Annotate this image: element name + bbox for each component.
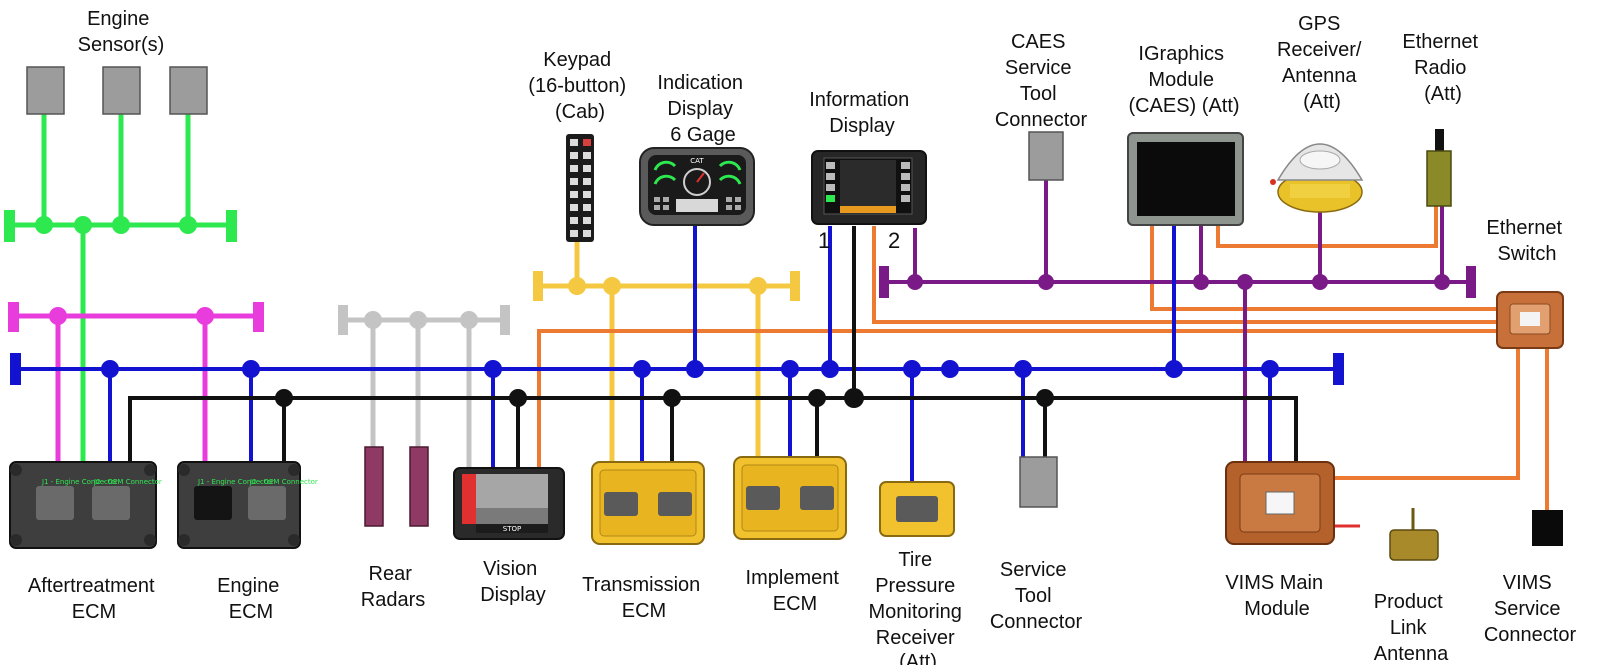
engine-sensors [26,66,208,115]
yellow-datalink [538,242,795,462]
tire-pressure-receiver-device [879,481,955,537]
label-igraphics: IGraphics Module (CAES) (Att) [1128,43,1239,117]
vision-display-device: STOP [453,467,565,540]
orange-ethernet [537,206,1549,510]
port-1-label: 1 [818,228,830,253]
label-engine-sensors: Engine Sensor(s) [78,8,165,56]
vims-service-connector-device [1532,510,1563,546]
label-tire-pressure: Tire Pressure Monitoring Receiver (Att) [869,549,968,665]
label-vims-service: VIMS Service Connector [1484,572,1577,646]
gray-junctions [364,311,478,329]
ethernet-radio-device [1426,129,1452,207]
label-product-link: Product Link Antenna [1374,591,1449,665]
label-vision-display: Vision Display [480,558,546,606]
gps-receiver-device [1270,143,1364,213]
label-implement-ecm: Implement ECM [746,567,845,615]
rear-radars-device [364,446,429,527]
ethernet-switch-device [1496,291,1564,349]
implement-ecm-device [733,456,847,540]
magenta-datalink [14,313,258,462]
label-transmission-ecm: Transmission ECM [582,574,706,622]
keypad-device [566,134,594,242]
purple-junctions [907,274,1450,290]
black-junctions [275,388,1054,408]
product-link-antenna-device [1389,508,1439,561]
green-datalink [10,112,232,462]
information-display-device [811,150,927,225]
igraphics-module-device [1127,132,1244,226]
blue-junctions [101,360,1279,378]
indication-display-device: CAT [639,147,755,226]
label-service-tool: Service Tool Connector [990,559,1083,633]
purple-end-caps [879,266,1476,298]
magenta-junctions [49,307,214,325]
magenta-end-caps [8,302,264,332]
gray-datalink [344,317,506,468]
green-junctions [35,216,197,234]
label-ethernet-radio: Ethernet Radio (Att) [1402,31,1483,105]
label-rear-radars: Rear Radars [361,563,425,611]
label-information-display: Information Display [809,89,915,137]
label-aftertreatment-ecm: Aftertreatment ECM [28,575,160,623]
aftertreatment-j2-label: J2 - OEM Connector [93,478,162,486]
engine-ecm-j1-label: J1 - Engine Connector [197,478,274,486]
label-vims-main: VIMS Main Module [1225,572,1328,620]
label-ethernet-switch: Ethernet Switch [1486,217,1567,265]
label-caes-service-tool: CAES Service Tool Connector [995,31,1088,131]
label-engine-ecm: Engine ECM [217,575,285,623]
transmission-ecm-device [591,461,705,545]
yellow-end-caps [533,271,800,301]
yellow-junctions [568,277,767,295]
green-datalink-end-caps [4,210,237,242]
engine-ecm-j2-label: J2 - OEM Connector [249,478,318,486]
black-datalink [128,226,1298,468]
caes-service-tool-connector [1028,131,1064,181]
label-indication-display: Indication Display 6 Gage [657,72,748,146]
engine-ecm-device: J1 - Engine Connector J2 - OEM Connector [177,461,318,549]
vims-main-module-device [1225,461,1335,545]
aftertreatment-j1-label: J1 - Engine Connector [41,478,118,486]
purple-datalink [883,180,1470,462]
aftertreatment-ecm-device: J1 - Engine Connector J2 - OEM Connector [9,461,162,549]
blue-datalink [16,225,1338,482]
port-2-label: 2 [888,228,900,253]
vision-status-text: STOP [503,525,521,533]
service-tool-connector-device [1019,456,1058,508]
label-keypad: Keypad (16-button) (Cab) [528,49,631,123]
blue-end-caps [10,353,1344,385]
cat-logo: CAT [690,157,704,165]
gray-end-caps [338,305,510,335]
label-gps: GPS Receiver/ Antenna (Att) [1277,13,1367,113]
